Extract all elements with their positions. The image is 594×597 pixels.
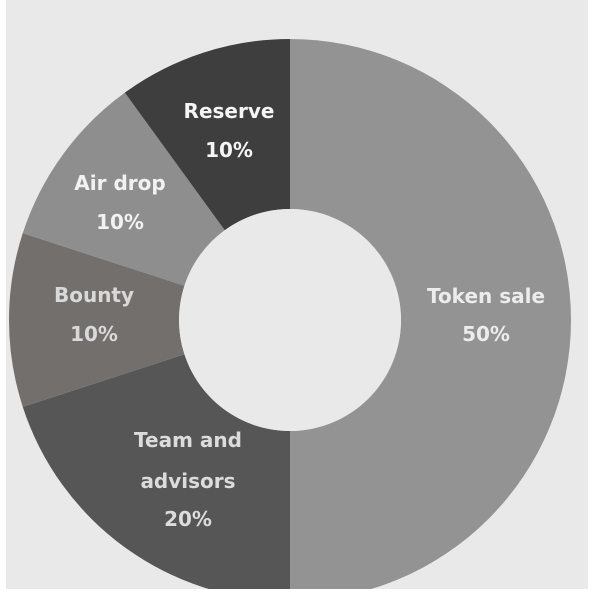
donut-center-hole bbox=[179, 209, 401, 431]
slice-token-sale bbox=[290, 39, 571, 589]
chart-panel: Token sale 50% Team and advisors 20% Bounty 10… bbox=[6, 0, 588, 589]
slice-label-air-drop-0: Air drop bbox=[74, 171, 165, 195]
slice-value-token-sale: 50% bbox=[462, 322, 510, 346]
donut-chart: Token sale 50% Team and advisors 20% Bounty 10… bbox=[8, 39, 571, 589]
slice-label-team-and-advisors-1: advisors bbox=[140, 469, 235, 493]
slice-value-air-drop: 10% bbox=[96, 210, 144, 234]
slice-label-reserve-0: Reserve bbox=[184, 99, 275, 123]
slice-bounty bbox=[8, 233, 185, 407]
slice-reserve bbox=[124, 39, 291, 231]
slice-value-team-and-advisors: 20% bbox=[164, 507, 212, 531]
slice-value-reserve: 10% bbox=[205, 138, 253, 162]
slice-label-team-and-advisors-0: Team and bbox=[134, 428, 242, 452]
donut-slices bbox=[8, 39, 571, 589]
slice-label-bounty-0: Bounty bbox=[54, 283, 134, 307]
slice-label-token-sale-0: Token sale bbox=[427, 284, 545, 308]
slice-team-and-advisors bbox=[22, 354, 290, 589]
slice-air-drop bbox=[22, 92, 225, 286]
slice-value-bounty: 10% bbox=[70, 322, 118, 346]
donut-labels: Token sale 50% Team and advisors 20% Bounty 10… bbox=[54, 99, 545, 531]
